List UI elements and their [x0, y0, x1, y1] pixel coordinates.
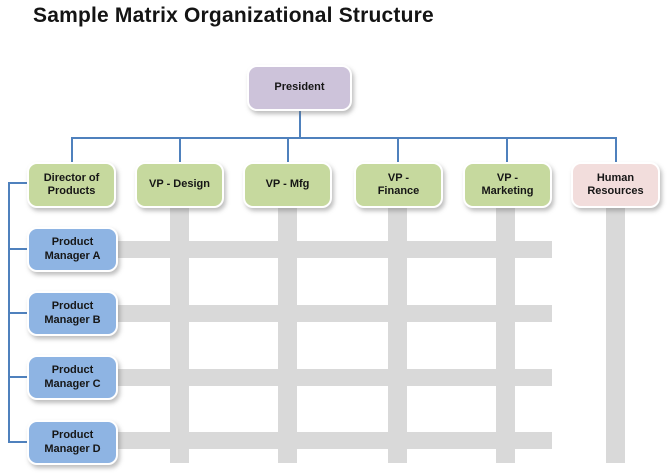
node-product-manager-d: Product Manager D: [27, 420, 118, 465]
connector-stub-pm-d: [8, 441, 29, 443]
node-vp-marketing: VP - Marketing: [463, 162, 552, 208]
connector-stub-pm-a: [8, 248, 29, 250]
connector-director-stub: [8, 182, 29, 184]
matrix-row-bar-c: [55, 369, 552, 386]
node-product-manager-a: Product Manager A: [27, 227, 118, 272]
node-vp-marketing-label: VP - Marketing: [481, 171, 534, 198]
page-title: Sample Matrix Organizational Structure: [33, 4, 434, 27]
matrix-column-bar-design: [170, 205, 189, 463]
connector-stub-pm-b: [8, 312, 29, 314]
connector-drop-design: [179, 137, 181, 163]
node-president-label: President: [274, 81, 325, 94]
node-vp-mfg: VP - Mfg: [243, 162, 332, 208]
connector-drop-finance: [397, 137, 399, 163]
node-director-of-products: Director of Products: [27, 162, 116, 208]
node-human-resources: Human Resources: [571, 162, 660, 208]
connector-drop-marketing: [506, 137, 508, 163]
matrix-column-bar-marketing: [496, 205, 515, 463]
matrix-column-bar-hr: [606, 205, 625, 463]
node-vp-design-label: VP - Design: [149, 178, 210, 191]
node-product-manager-c-label: Product Manager C: [44, 364, 101, 390]
node-product-manager-a-label: Product Manager A: [44, 236, 101, 262]
node-product-manager-b: Product Manager B: [27, 291, 118, 336]
node-vp-finance: VP - Finance: [354, 162, 443, 208]
node-human-resources-label: Human Resources: [587, 171, 644, 198]
node-product-manager-b-label: Product Manager B: [44, 300, 101, 326]
connector-president-drop: [299, 110, 301, 138]
node-president: President: [247, 65, 352, 111]
node-vp-mfg-label: VP - Mfg: [265, 178, 310, 191]
node-vp-finance-label: VP - Finance: [377, 171, 420, 198]
node-product-manager-d-label: Product Manager D: [44, 429, 101, 455]
connector-drop-mfg: [287, 137, 289, 163]
node-vp-design: VP - Design: [135, 162, 224, 208]
matrix-row-bar-a: [55, 241, 552, 258]
matrix-column-bar-mfg: [278, 205, 297, 463]
connector-stub-pm-c: [8, 376, 29, 378]
connector-top-horizontal: [71, 137, 617, 139]
matrix-row-bar-b: [55, 305, 552, 322]
node-director-of-products-label: Director of Products: [43, 171, 100, 198]
matrix-row-bar-d: [55, 432, 552, 449]
node-product-manager-c: Product Manager C: [27, 355, 118, 400]
matrix-column-bar-finance: [388, 205, 407, 463]
connector-drop-hr: [615, 137, 617, 163]
connector-drop-director: [71, 137, 73, 163]
